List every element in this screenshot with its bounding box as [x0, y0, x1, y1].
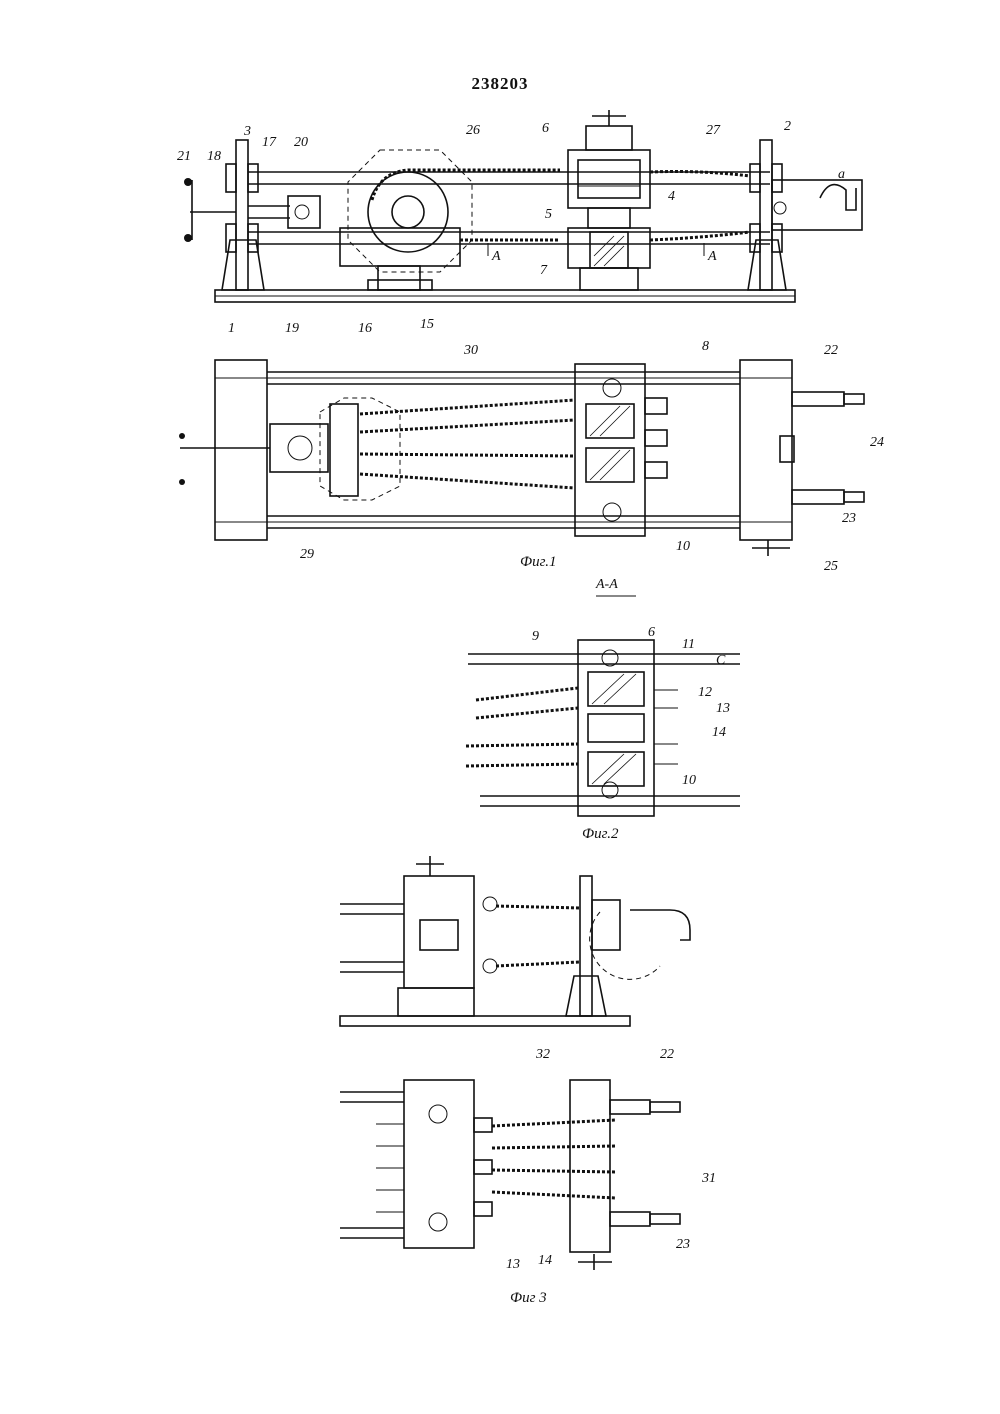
label-26: 26 [466, 123, 480, 138]
label-14: 14 [712, 725, 726, 740]
label-21: 21 [177, 149, 191, 164]
fig1-plan-view [179, 360, 864, 556]
label-16: 16 [358, 321, 372, 336]
label-13-fig3: 13 [506, 1257, 520, 1272]
label-10: 10 [676, 539, 690, 554]
fig3-caption: Фиг 3 [510, 1290, 547, 1306]
label-c: С [716, 653, 726, 668]
fig1-side-labels: 21 18 3 17 20 26 6 27 2 а 4 5 А А 7 1 19… [177, 119, 845, 336]
label-18: 18 [207, 149, 221, 164]
fig3-labels: 32 22 31 23 13 14 Фиг 3 [506, 1047, 716, 1306]
label-13: 13 [716, 701, 730, 716]
label-2: 2 [784, 119, 791, 134]
label-25: 25 [824, 559, 838, 574]
fig2-caption: Фиг.2 [582, 826, 619, 842]
label-28: 29 [300, 547, 314, 562]
label-6-fig2: 6 [648, 625, 655, 640]
label-11: 11 [682, 637, 695, 652]
label-7: 7 [540, 263, 548, 278]
label-9: 9 [532, 629, 539, 644]
label-32: 32 [535, 1047, 550, 1062]
fig3-plan-view [340, 1080, 680, 1270]
fig3-side-view [340, 856, 690, 1026]
fig2-section-title: А-А [595, 577, 618, 592]
label-a: а [838, 167, 845, 182]
label-23-fig3: 23 [676, 1237, 690, 1252]
label-23: 23 [842, 511, 856, 526]
label-6: 6 [542, 121, 549, 136]
label-29: 30 [463, 343, 478, 358]
fig1-plan-labels: 30 8 22 24 23 10 25 29 Фиг.1 [300, 339, 884, 574]
label-19: 19 [285, 321, 299, 336]
fig1-caption: Фиг.1 [520, 554, 556, 570]
label-22: 22 [824, 343, 838, 358]
fig1-side-view [184, 110, 862, 302]
label-3: 3 [243, 124, 251, 139]
label-31: 31 [701, 1171, 716, 1186]
label-17: 17 [262, 135, 277, 150]
label-27: 27 [706, 123, 721, 138]
fig2-section-view [466, 596, 740, 816]
label-15: 15 [420, 317, 434, 332]
label-22-fig3: 22 [660, 1047, 674, 1062]
label-24: 24 [870, 435, 884, 450]
section-mark-right: А [707, 249, 717, 264]
label-5: 5 [545, 207, 552, 222]
section-mark-left: А [491, 249, 501, 264]
label-12: 12 [698, 685, 712, 700]
label-10-fig2: 10 [682, 773, 696, 788]
label-8: 8 [702, 339, 709, 354]
label-20: 20 [294, 135, 308, 150]
label-14-fig3: 14 [538, 1253, 552, 1268]
label-1: 1 [228, 321, 235, 336]
label-4: 4 [668, 189, 675, 204]
